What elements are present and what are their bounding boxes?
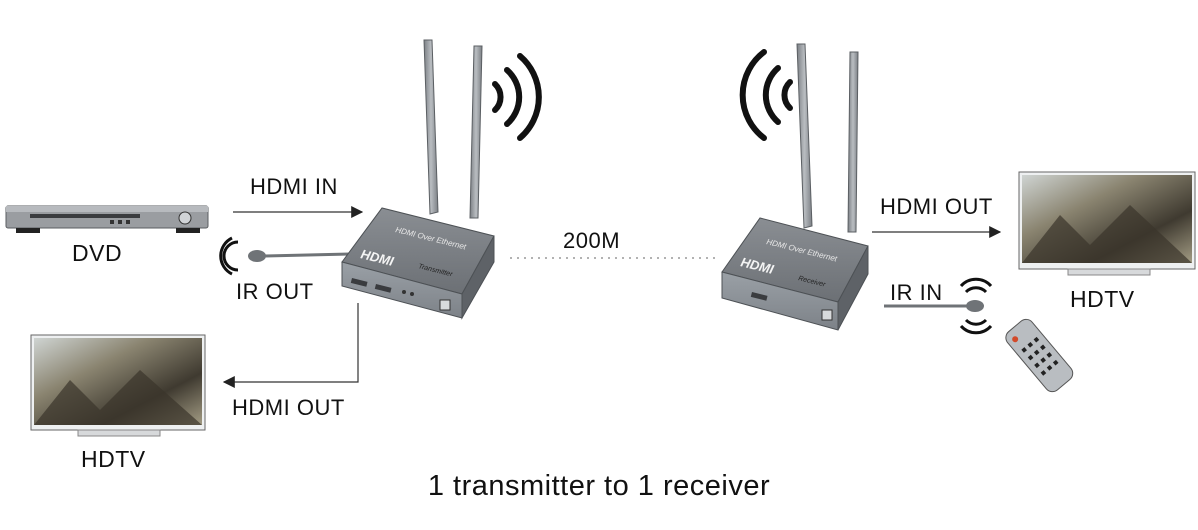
antenna-icon [796, 43, 859, 233]
hdtv-icon [30, 334, 206, 437]
hdtv-right-label: HDTV [1070, 286, 1135, 312]
wifi-signal-icon [739, 49, 793, 141]
ir-in-label: IR IN [890, 280, 943, 305]
hdmi-out-tx-label: HDMI OUT [232, 395, 345, 420]
hdmi-out-rx-label: HDMI OUT [880, 194, 993, 219]
ir-emitter-icon [219, 236, 351, 276]
hdtv-icon [1018, 171, 1196, 276]
diagram-caption: 1 transmitter to 1 receiver [427, 470, 771, 502]
ir-receiver-icon [884, 277, 993, 335]
hdmi-out-tx-line [222, 303, 359, 388]
ir-out-label: IR OUT [236, 279, 314, 304]
receiver-device: HDMI HDMI Over Ethernet Receiver [721, 217, 869, 331]
wifi-signal-icon [492, 53, 542, 141]
antenna-icon [423, 39, 483, 219]
hdmi-in-label: HDMI IN [250, 174, 338, 199]
distance-label: 200M [563, 228, 621, 253]
dvd-player-icon [5, 205, 209, 233]
remote-control-icon [1005, 318, 1074, 393]
hdtv-left-label: HDTV [81, 446, 146, 472]
dvd-label: DVD [72, 240, 123, 266]
transmitter-device: HDMI HDMI Over Ethernet Transmitter [341, 207, 495, 320]
